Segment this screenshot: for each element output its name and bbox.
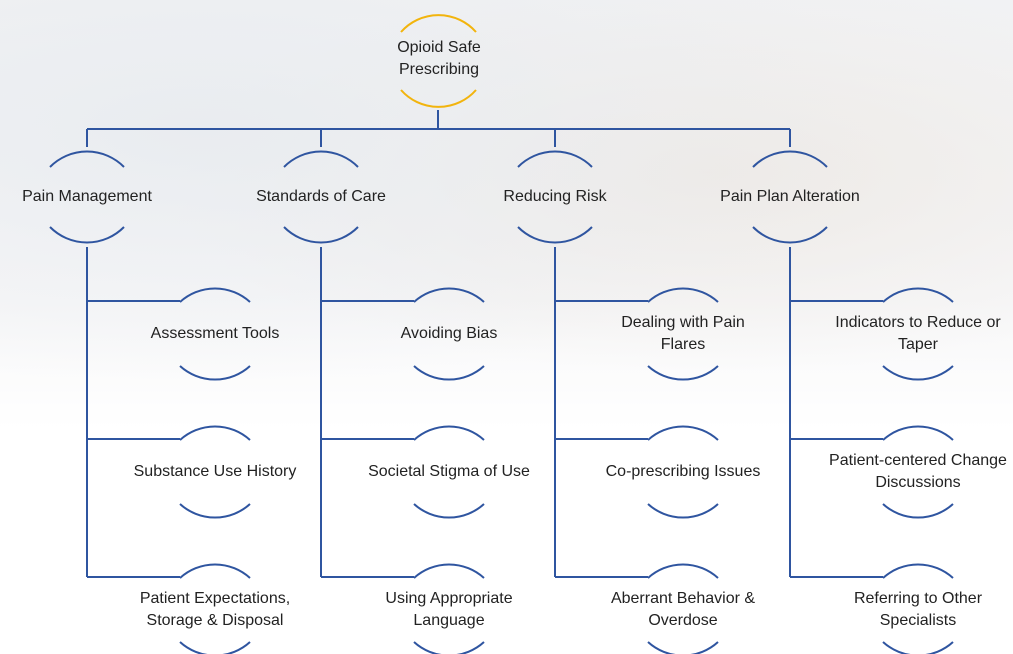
item-referring-specialists: Referring to Other Specialists — [853, 590, 983, 629]
category-label-pain-plan-alteration: Pain Plan Alteration — [720, 188, 860, 205]
background-photo — [0, 0, 1013, 430]
item-assessment-tools: Assessment Tools — [150, 325, 280, 342]
item-aberrant-behavior: Aberrant Behavior & Overdose — [610, 590, 756, 629]
root-node-bottom-arc — [400, 89, 477, 108]
category-label-standards-of-care: Standards of Care — [256, 188, 386, 205]
root-node-label: Opioid Safe Prescribing — [397, 39, 481, 78]
item-patient-expectations: Patient Expectations, Storage & Disposal — [139, 590, 291, 629]
child-node-arcs — [179, 287, 954, 654]
item-societal-stigma: Societal Stigma of Use — [368, 463, 530, 480]
root-node-top-arc — [400, 14, 477, 33]
category-node-arcs — [49, 150, 828, 244]
category-label-pain-management: Pain Management — [22, 188, 152, 205]
spines — [86, 247, 791, 577]
branches — [87, 300, 883, 578]
category-label-reducing-risk: Reducing Risk — [503, 188, 607, 205]
item-co-prescribing: Co-prescribing Issues — [605, 463, 761, 480]
item-change-discussions: Patient-centered Change Discussions — [829, 452, 1007, 491]
item-pain-flares: Dealing with Pain Flares — [621, 314, 745, 353]
item-indicators-reduce: Indicators to Reduce or Taper — [835, 314, 1001, 353]
item-substance-use-history: Substance Use History — [133, 463, 297, 480]
item-avoiding-bias: Avoiding Bias — [400, 325, 498, 342]
item-appropriate-language: Using Appropriate Language — [385, 590, 513, 629]
